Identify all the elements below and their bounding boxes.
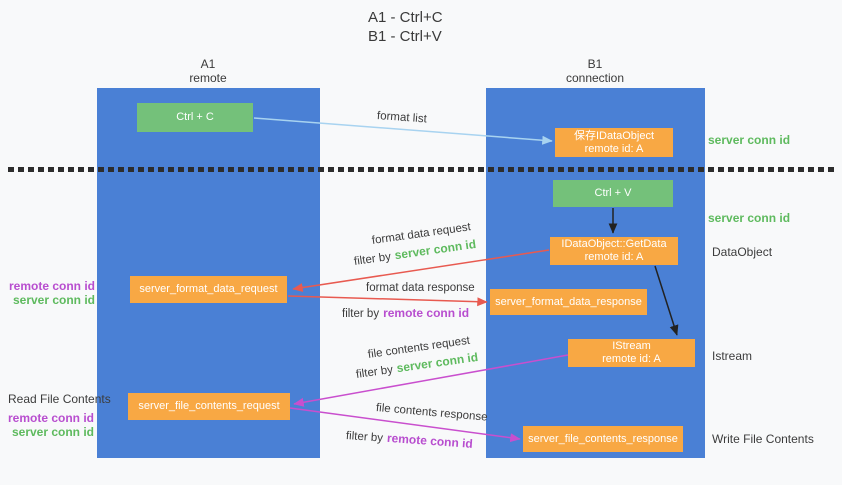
format-data-response-label: format data response [366, 282, 475, 294]
format-conn-id-pair: remote conn id server conn id [0, 279, 95, 307]
file-remote-conn-id-label: remote conn id [7, 411, 94, 425]
node-server-file-contents-response: server_file_contents_response [523, 426, 683, 452]
format-response-label: server_format_data_response [495, 295, 642, 308]
filter-by-text: filter by [345, 430, 384, 445]
diagram-title: A1 - Ctrl+C B1 - Ctrl+V [368, 8, 443, 46]
format-list-label: format list [376, 110, 428, 126]
istream-line1: IStream [612, 340, 651, 352]
save-idataobject-line1: 保存IDataObject [573, 129, 655, 142]
filter-by-text: filter by [353, 250, 392, 268]
getdata-line1: IDataObject::GetData [561, 238, 667, 250]
node-server-format-data-response: server_format_data_response [490, 289, 647, 315]
filter-remote-conn-id-text: remote conn id [386, 430, 474, 451]
getdata-line2: remote id: A [584, 251, 644, 263]
file-conn-id-pair: remote conn id server conn id [0, 411, 94, 439]
write-file-contents-label: Write File Contents [712, 432, 814, 446]
lane-header-b1: B1 connection [545, 57, 645, 85]
node-save-idataobject: 保存IDataObject remote id: A [555, 128, 673, 157]
lane-header-a1: A1 remote [158, 57, 258, 85]
node-server-format-data-request: server_format_data_request [130, 276, 287, 303]
server-conn-id-mid-label: server conn id [708, 211, 791, 225]
node-ctrl-v: Ctrl + V [553, 180, 673, 207]
file-response-label: server_file_contents_response [528, 432, 678, 445]
title-line-1: A1 - Ctrl+C [368, 9, 443, 26]
lane-b1-name: B1 [587, 57, 603, 71]
dotted-divider-line [8, 167, 838, 172]
istream-line2: remote id: A [602, 353, 661, 365]
node-ctrl-c: Ctrl + C [137, 103, 253, 132]
node-server-file-contents-request: server_file_contents_request [128, 393, 290, 420]
filter-by-text: filter by [355, 363, 394, 381]
file-server-conn-id-label: server conn id [11, 425, 94, 439]
lane-a1-subtitle: remote [189, 71, 227, 85]
lane-a1-name: A1 [200, 57, 216, 71]
ctrl-v-label: Ctrl + V [594, 187, 632, 199]
node-istream: IStream remote id: A [568, 339, 695, 367]
format-server-conn-id-label: server conn id [12, 293, 95, 307]
dataobject-side-label: DataObject [712, 245, 773, 259]
node-idataobject-getdata: IDataObject::GetData remote id: A [550, 237, 678, 265]
title-line-2: B1 - Ctrl+V [368, 28, 442, 45]
lane-b1-subtitle: connection [565, 71, 625, 85]
istream-side-label: Istream [712, 349, 753, 363]
format-remote-conn-id-label: remote conn id [8, 279, 95, 293]
filter-remote-conn-id-text: remote conn id [383, 306, 470, 320]
server-conn-id-top-label: server conn id [708, 133, 791, 147]
format-request-label: server_format_data_request [139, 283, 278, 295]
save-idataobject-line2: remote id: A [584, 142, 644, 155]
filter-by-text: filter by [342, 308, 380, 320]
file-request-label: server_file_contents_request [138, 400, 280, 412]
ctrl-c-label: Ctrl + C [176, 111, 214, 123]
file-contents-response-label: file contents response [375, 402, 488, 424]
read-file-contents-label: Read File Contents [8, 392, 111, 406]
